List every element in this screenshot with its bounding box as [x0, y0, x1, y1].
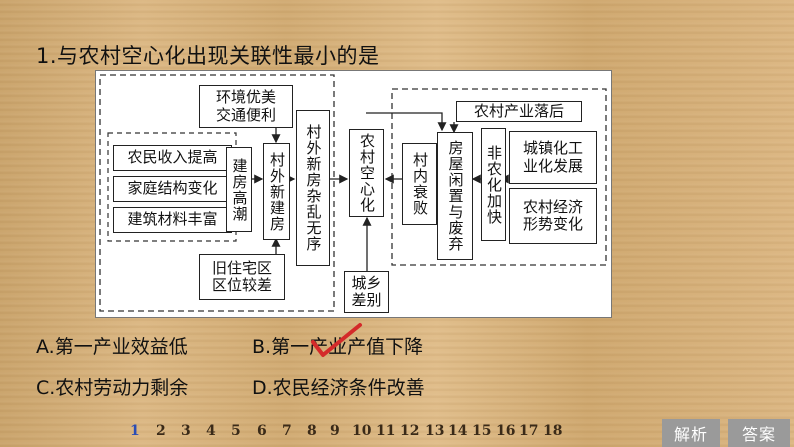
option-d[interactable]: D.农民经济条件改善	[252, 377, 425, 399]
option-c[interactable]: C.农村劳动力剩余	[36, 377, 189, 399]
page-number-7[interactable]: 7	[282, 423, 292, 439]
option-a[interactable]: A.第一产业效益低	[36, 336, 188, 358]
node-build-boom: 建房高潮	[226, 147, 252, 232]
left-dashed-group	[99, 74, 335, 312]
page-number-14[interactable]: 14	[448, 423, 468, 439]
page-number-15[interactable]: 15	[472, 423, 492, 439]
page-number-9[interactable]: 9	[330, 423, 340, 439]
page-number-8[interactable]: 8	[307, 423, 317, 439]
node-non-agri: 非农化加快	[481, 128, 506, 241]
diagram-connectors	[99, 74, 607, 312]
page-number-17[interactable]: 17	[519, 423, 539, 439]
analysis-button[interactable]: 解析	[662, 419, 720, 447]
node-idle: 房屋闲置与废弃	[437, 132, 473, 260]
node-industry-lag: 农村产业落后	[456, 101, 582, 122]
page-number-4[interactable]: 4	[206, 423, 216, 439]
node-environment: 环境优美 交通便利	[199, 85, 293, 128]
node-old-site: 旧住宅区 区位较差	[199, 254, 285, 300]
page-number-1[interactable]: 1	[130, 423, 140, 439]
page-number-5[interactable]: 5	[231, 423, 241, 439]
answer-button[interactable]: 答案	[728, 419, 790, 447]
page-number-6[interactable]: 6	[257, 423, 267, 439]
causal-diagram: 环境优美 交通便利 农民收入提高 家庭结构变化 建筑材料丰富 建房高潮 村外新建…	[95, 70, 612, 318]
node-income: 农民收入提高	[113, 145, 232, 171]
node-economy: 农村经济 形势变化	[509, 188, 597, 244]
node-decline: 村内衰败	[402, 143, 437, 225]
node-urban-rural: 城乡 差别	[344, 271, 389, 313]
answer-check-icon	[311, 323, 362, 357]
node-chaos: 村外新房杂乱无序	[296, 110, 330, 266]
node-urbanization: 城镇化工 业化发展	[509, 131, 597, 184]
page-number-16[interactable]: 16	[496, 423, 516, 439]
page-number-10[interactable]: 10	[352, 423, 372, 439]
page-number-2[interactable]: 2	[156, 423, 166, 439]
node-hollow: 农村空心化	[349, 129, 384, 217]
node-village-outside: 村外新建房	[263, 143, 290, 240]
node-family: 家庭结构变化	[113, 176, 232, 202]
node-materials: 建筑材料丰富	[113, 207, 232, 233]
page-number-11[interactable]: 11	[376, 423, 396, 439]
page-number-12[interactable]: 12	[400, 423, 420, 439]
question-title: 1.与农村空心化出现关联性最小的是	[36, 44, 380, 68]
option-b[interactable]: B.第一产业产值下降	[252, 336, 424, 358]
page-number-13[interactable]: 13	[425, 423, 445, 439]
page-number-18[interactable]: 18	[543, 423, 563, 439]
page-number-3[interactable]: 3	[181, 423, 191, 439]
